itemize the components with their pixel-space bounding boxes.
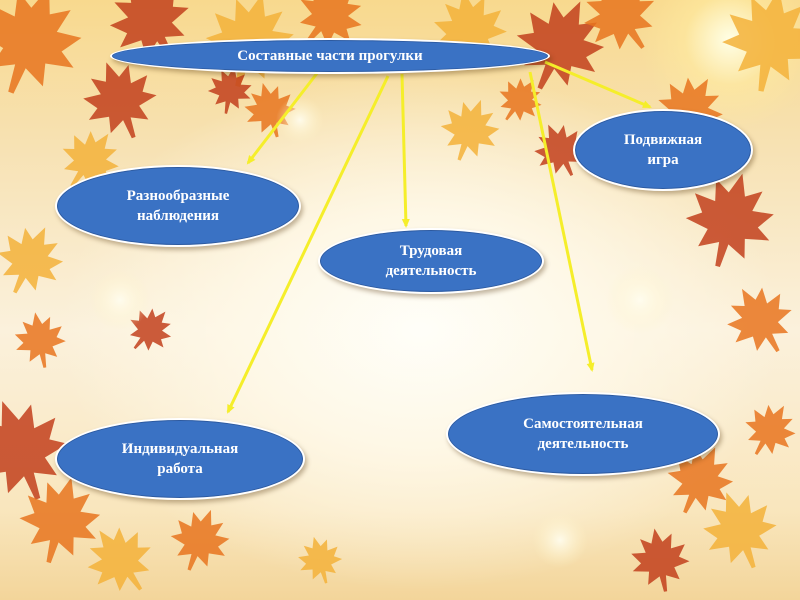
node-observations-line-1: Разнообразные (126, 188, 230, 204)
node-labor-line-1: Трудовая (399, 243, 463, 259)
node-outdoor-game: Подвижная игра (573, 109, 753, 191)
node-individual-work: Индивидуальная работа (55, 418, 305, 500)
arrow-to-individual (226, 75, 390, 414)
node-individual-line-1: Индивидуальная (121, 441, 239, 457)
arrow-to-self (528, 71, 595, 372)
node-independent-activity: Самостоятельная деятельность (446, 392, 720, 476)
node-self-line-1: Самостоятельная (523, 416, 643, 432)
arrow-to-observations (246, 71, 320, 165)
arrow-to-labor (400, 73, 410, 228)
node-observations: Разнообразные наблюдения (55, 165, 301, 247)
diagram-title-text: Составные части прогулки (237, 48, 423, 64)
arrow-to-game (544, 60, 652, 109)
node-labor-activity: Трудовая деятельность (318, 228, 544, 294)
node-individual-line-2: работа (157, 461, 203, 477)
node-self-line-2: деятельность (537, 436, 629, 452)
node-observations-line-2: наблюдения (137, 208, 219, 224)
diagram-title: Составные части прогулки (110, 38, 550, 74)
node-game-line-2: игра (647, 152, 679, 168)
node-labor-line-2: деятельность (385, 263, 477, 279)
node-game-line-1: Подвижная (623, 132, 703, 148)
